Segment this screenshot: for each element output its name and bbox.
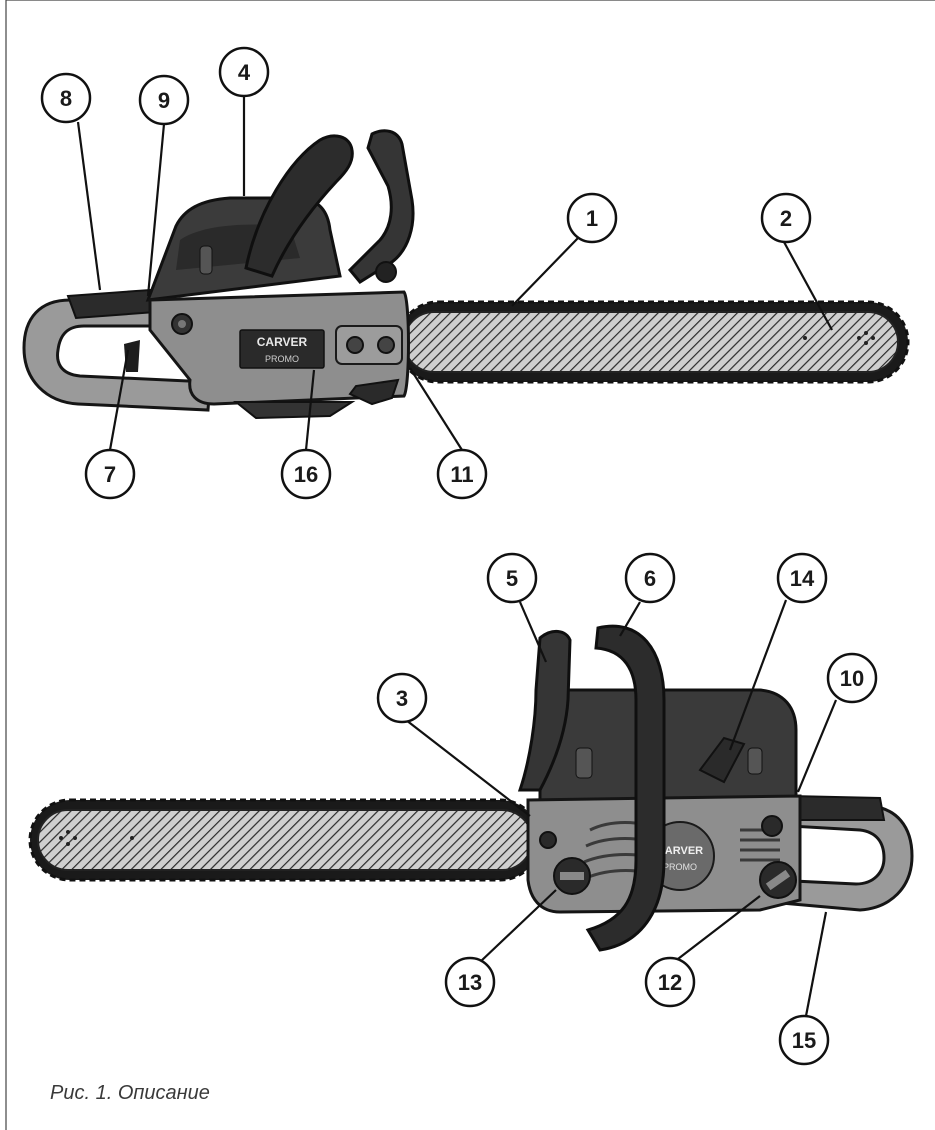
callout-6: 6 xyxy=(624,552,676,604)
sprocket-cover-top xyxy=(335,325,403,365)
callout-11-label: 11 xyxy=(450,462,473,487)
callout-16-label: 16 xyxy=(294,462,318,487)
callout-2-label: 2 xyxy=(780,206,792,231)
chainsaw-top-view: CARVER PROMO xyxy=(22,129,910,420)
brand-plate-top: CARVER PROMO xyxy=(239,329,325,369)
leader-lines xyxy=(76,96,838,1017)
callout-5-label: 5 xyxy=(506,566,518,591)
callout-5: 5 xyxy=(486,552,538,604)
callout-12-label: 12 xyxy=(658,970,682,995)
guide-bar-bottom xyxy=(28,798,542,882)
callout-15-label: 15 xyxy=(792,1028,816,1053)
fuel-tank-cap xyxy=(759,861,797,899)
chain-brake-bottom xyxy=(517,630,572,792)
figure-caption: Рис. 1. Описание xyxy=(50,1082,210,1104)
callout-14: 14 xyxy=(776,552,828,604)
callout-2: 2 xyxy=(760,192,812,244)
callout-9: 9 xyxy=(138,74,190,126)
callout-10-label: 10 xyxy=(840,666,864,691)
front-handle-top xyxy=(244,134,354,278)
callout-15: 15 xyxy=(778,1014,830,1066)
rear-handle-bottom xyxy=(768,798,914,912)
front-handle-bottom xyxy=(585,624,666,952)
callout-14-label: 14 xyxy=(790,566,815,591)
callout-4: 4 xyxy=(218,46,270,98)
choke-lever xyxy=(698,736,746,784)
callout-4-label: 4 xyxy=(238,60,251,85)
callout-16: 16 xyxy=(280,448,332,500)
callout-1-label: 1 xyxy=(586,206,598,231)
callout-9-label: 9 xyxy=(158,88,170,113)
guide-bar-top xyxy=(396,300,910,384)
callout-7-label: 7 xyxy=(104,462,116,487)
callout-13-label: 13 xyxy=(458,970,482,995)
brand-model-top: PROMO xyxy=(265,354,299,364)
chain-brake-top xyxy=(347,129,415,284)
callout-8: 8 xyxy=(40,72,92,124)
engine-cover-bottom xyxy=(538,688,798,802)
callout-11: 11 xyxy=(436,448,488,500)
callout-7: 7 xyxy=(84,448,136,500)
callout-1: 1 xyxy=(566,192,618,244)
chainsaw-bottom-view: CARVER PROMO xyxy=(28,624,914,952)
oil-tank-cap xyxy=(553,857,591,895)
callout-3: 3 xyxy=(376,672,428,724)
brand-name-top: CARVER xyxy=(257,335,308,349)
callout-3-label: 3 xyxy=(396,686,408,711)
callout-10: 10 xyxy=(826,652,878,704)
rear-handle-top xyxy=(22,298,212,412)
callout-12: 12 xyxy=(644,956,696,1008)
throttle-trigger-top xyxy=(124,340,140,372)
callout-8-label: 8 xyxy=(60,86,72,111)
brand-name-bottom: CARVER xyxy=(657,845,703,857)
callout-6-label: 6 xyxy=(644,566,656,591)
brand-model-bottom: PROMO xyxy=(663,862,697,872)
callout-13: 13 xyxy=(444,956,496,1008)
